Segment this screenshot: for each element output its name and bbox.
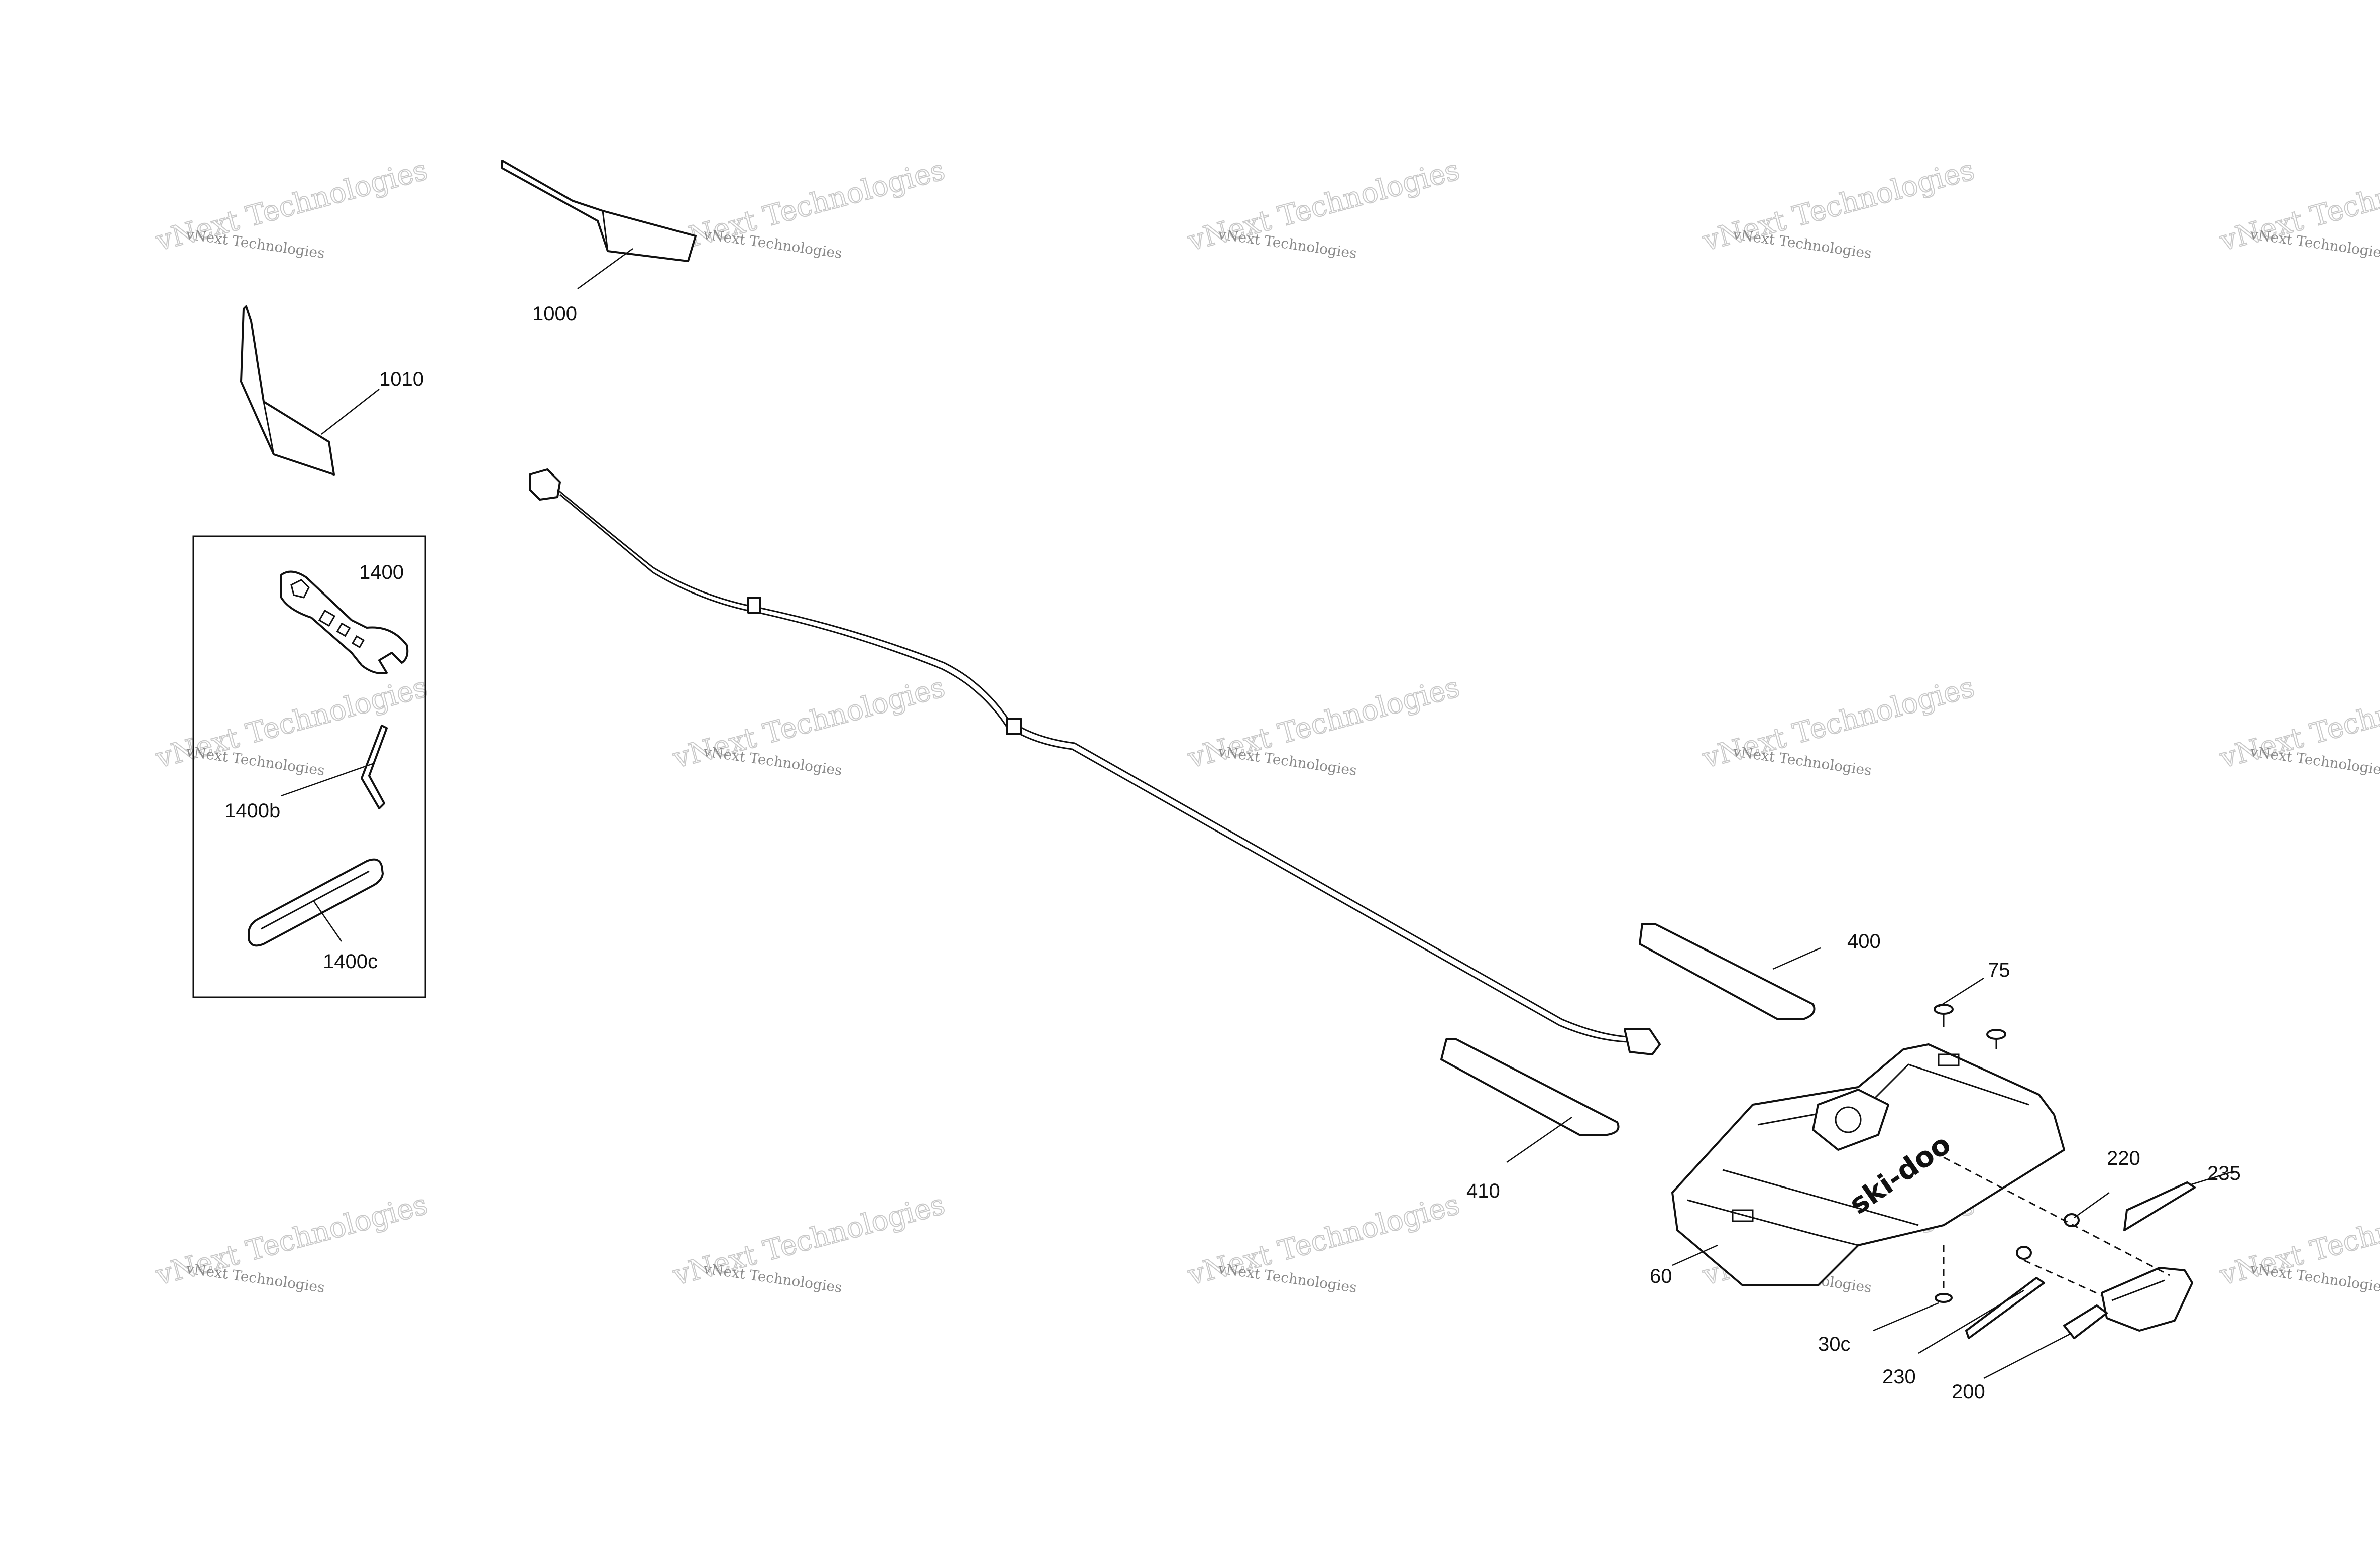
part-200-light [2063,1267,2193,1339]
part-1010-deflector [240,305,335,476]
callout-30c: 30c [1818,1333,1851,1355]
part-410-deflector [1440,1038,1620,1136]
callout-220: 220 [2107,1147,2140,1169]
callout-1400: 1400 [359,561,404,583]
part-cable-harness [529,468,1661,1055]
part-30c-washer [1935,1293,1953,1303]
callout-1400b: 1400b [224,800,280,822]
part-230-strip [1965,1277,2045,1339]
part-1000-deflector [501,160,697,262]
callout-labels: 1000 1010 1400 1400b 1400c 400 75 410 22… [224,303,2241,1403]
part-220-clip [2016,1213,2080,1260]
leader-lines [281,248,2234,1379]
part-1400-wrench [280,570,409,674]
callout-410: 410 [1466,1180,1500,1202]
part-400-deflector [1639,923,1816,1020]
callout-230: 230 [1882,1366,1916,1388]
callout-1000: 1000 [532,303,577,325]
callout-1010: 1010 [379,368,424,390]
callout-235: 235 [2207,1162,2241,1184]
tool-kit-frame [192,535,426,998]
assembly-line [1943,1156,2170,1276]
callout-400: 400 [1847,930,1881,953]
callout-1400c: 1400c [323,951,378,973]
callout-75: 75 [1988,959,2010,981]
assembly-line [2023,1259,2102,1296]
part-1400b-hex-key [361,725,388,809]
part-60-body-panel: ski-doo [1671,1043,2065,1286]
part-1400c-tool [248,858,384,947]
callout-60: 60 [1650,1265,1672,1287]
callout-200: 200 [1952,1381,1985,1403]
part-235-strip [2123,1181,2196,1231]
part-75-fasteners [1934,1004,2006,1049]
